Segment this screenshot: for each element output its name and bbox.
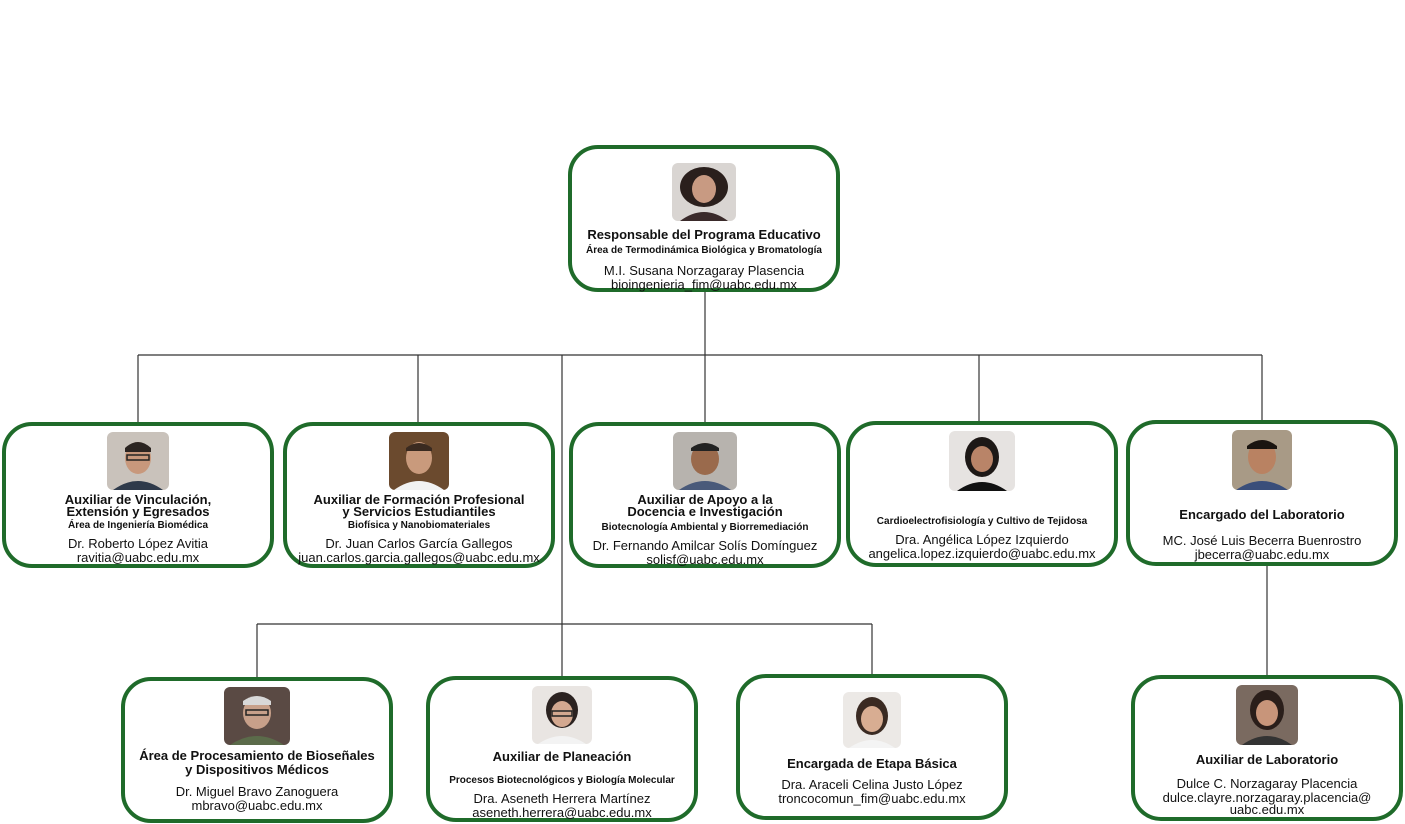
node-title: Auxiliar de Laboratorio	[1195, 752, 1339, 767]
node-procesamiento-bioseniales: Área de Procesamiento de Bioseñales y Di…	[121, 677, 393, 823]
person-photo-icon	[672, 163, 736, 221]
node-email-line1[interactable]: dulce.clayre.norzagaray.placencia@	[1162, 790, 1372, 805]
node-email[interactable]: aseneth.herrera@uabc.edu.mx	[472, 805, 652, 820]
node-title-line1: Auxiliar de Vinculación,	[64, 492, 212, 507]
node-person-name: Dr. Roberto López Avitia	[68, 536, 208, 551]
person-photo-icon	[389, 432, 449, 490]
avatar-photo	[673, 432, 737, 490]
node-department: Área de Termodinámica Biológica y Bromat…	[586, 245, 822, 256]
person-photo-icon	[1232, 430, 1292, 490]
node-title-line2: Docencia e Investigación	[627, 504, 783, 519]
avatar-photo	[1236, 685, 1298, 745]
node-person-name: Dra. Aseneth Herrera Martínez	[473, 791, 651, 806]
node-person-name: Dr. Fernando Amilcar Solís Domínguez	[592, 538, 818, 553]
node-encargado-laboratorio: Encargado del Laboratorio MC. José Luis …	[1126, 420, 1398, 566]
node-title-line1: Área de Procesamiento de Bioseñales	[139, 748, 375, 763]
node-department: Biotecnología Ambiental y Biorremediació…	[601, 522, 809, 533]
node-responsable-programa: Responsable del Programa Educativo Área …	[568, 145, 840, 292]
node-title-line2: y Servicios Estudiantiles	[342, 504, 496, 519]
node-title-line1: Auxiliar de Formación Profesional	[313, 492, 525, 507]
node-title: Responsable del Programa Educativo	[587, 227, 821, 242]
node-auxiliar-vinculacion: Auxiliar de Vinculación, Extensión y Egr…	[2, 422, 274, 568]
node-email[interactable]: solisf@uabc.edu.mx	[646, 552, 764, 567]
node-email[interactable]: angelica.lopez.izquierdo@uabc.edu.mx	[868, 546, 1096, 561]
node-email[interactable]: ravitia@uabc.edu.mx	[76, 550, 200, 565]
node-auxiliar-formacion: Auxiliar de Formación Profesional y Serv…	[283, 422, 555, 568]
node-title: Encargada de Etapa Básica	[787, 756, 957, 771]
node-email[interactable]: troncocomun_fim@uabc.edu.mx	[778, 791, 966, 806]
node-email[interactable]: jbecerra@uabc.edu.mx	[1194, 547, 1330, 562]
node-auxiliar-laboratorio: Auxiliar de Laboratorio Dulce C. Norzaga…	[1131, 675, 1403, 821]
node-encargada-etapa-basica: Encargada de Etapa Básica Dra. Araceli C…	[736, 674, 1008, 820]
node-person-name: Dr. Miguel Bravo Zanoguera	[175, 784, 339, 799]
node-cardioelectrofisiologia: Cardioelectrofisiología y Cultivo de Tej…	[846, 421, 1118, 567]
person-photo-icon	[843, 692, 901, 748]
node-department: Cardioelectrofisiología y Cultivo de Tej…	[876, 516, 1088, 527]
avatar-photo	[843, 692, 901, 748]
avatar-photo	[389, 432, 449, 490]
node-title: Auxiliar de Planeación	[492, 749, 632, 764]
node-auxiliar-planeacion: Auxiliar de Planeación Procesos Biotecno…	[426, 676, 698, 822]
node-person-name: MC. José Luis Becerra Buenrostro	[1162, 533, 1362, 548]
node-person-name: Dr. Juan Carlos García Gallegos	[325, 536, 513, 551]
person-photo-icon	[673, 432, 737, 490]
avatar-photo	[1232, 430, 1292, 490]
node-email[interactable]: bioingenieria_fim@uabc.edu.mx	[611, 277, 797, 292]
person-photo-icon	[1236, 685, 1298, 745]
node-email-line2[interactable]: uabc.edu.mx	[1229, 802, 1305, 817]
node-department: Área de Ingeniería Biomédica	[67, 520, 209, 531]
person-photo-icon	[107, 432, 169, 490]
node-person-name: M.I. Susana Norzagaray Plasencia	[603, 263, 805, 278]
node-title-line1: Auxiliar de Apoyo a la	[637, 492, 773, 507]
node-department: Procesos Biotecnológicos y Biología Mole…	[449, 775, 675, 786]
node-auxiliar-docencia: Auxiliar de Apoyo a la Docencia e Invest…	[569, 422, 841, 568]
node-title: Encargado del Laboratorio	[1179, 507, 1345, 522]
node-person-name: Dra. Araceli Celina Justo López	[781, 777, 963, 792]
avatar-photo	[107, 432, 169, 490]
avatar-photo	[672, 163, 736, 221]
node-department: Biofísica y Nanobiomateriales	[347, 520, 491, 531]
person-photo-icon	[224, 687, 290, 745]
node-title-line2: Extensión y Egresados	[66, 504, 210, 519]
person-photo-icon	[949, 431, 1015, 491]
avatar-photo	[224, 687, 290, 745]
node-email[interactable]: juan.carlos.garcia.gallegos@uabc.edu.mx	[298, 550, 540, 565]
avatar-photo	[949, 431, 1015, 491]
node-person-name: Dra. Angélica López Izquierdo	[895, 532, 1069, 547]
node-title-line2: y Dispositivos Médicos	[185, 762, 329, 777]
avatar-photo	[532, 686, 592, 744]
node-email[interactable]: mbravo@uabc.edu.mx	[191, 798, 323, 813]
node-person-name: Dulce C. Norzagaray Placencia	[1176, 776, 1358, 791]
person-photo-icon	[532, 686, 592, 744]
